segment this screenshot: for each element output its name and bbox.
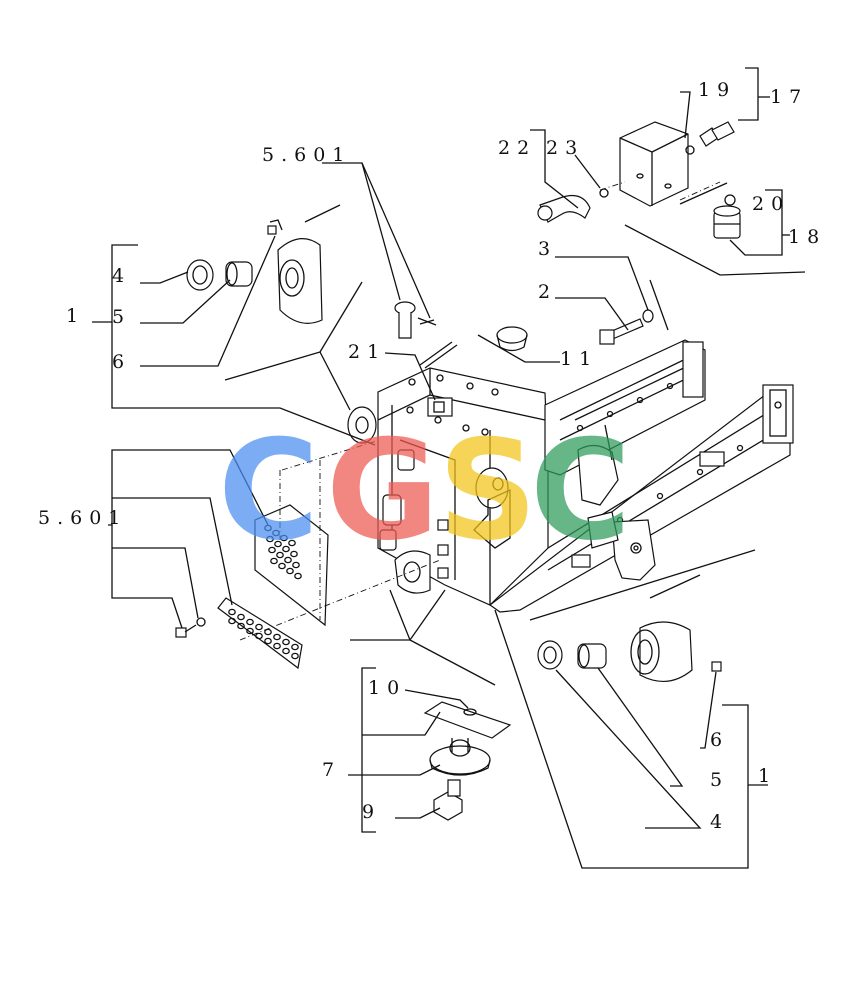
callout-5-right: 5 — [710, 769, 729, 791]
perforation-hole — [228, 608, 236, 616]
perforated-plate-upper — [254, 504, 329, 627]
perforation-hole — [264, 628, 272, 636]
plug — [496, 326, 528, 352]
perforation-hole — [272, 529, 280, 537]
watermark-letter-c1: C — [218, 410, 319, 571]
perforation-hole — [282, 647, 290, 655]
perforation-hole — [291, 652, 299, 660]
watermark-logo: C G S C — [218, 410, 631, 571]
callout-17: 17 — [770, 86, 808, 108]
side-rail-lower — [488, 384, 794, 613]
callout-22: 22 — [498, 137, 536, 159]
hook-bracket — [571, 424, 656, 581]
perforation-hole — [280, 534, 288, 542]
callout-6-right: 6 — [710, 729, 729, 751]
perforation-hole — [288, 539, 296, 547]
callout-5601-left: 5.601 — [38, 507, 127, 529]
perforation-hole — [266, 535, 274, 543]
watermark-letter-g: G — [326, 410, 439, 571]
perforation-hole — [255, 632, 263, 640]
perforation-hole — [264, 637, 272, 645]
perforation-hole — [246, 618, 254, 626]
perforation-hole — [237, 613, 245, 621]
perforation-hole — [270, 557, 278, 565]
perforation-hole — [264, 524, 272, 532]
perforation-hole — [291, 643, 299, 651]
side-rail-upper — [544, 339, 706, 476]
callout-21: 21 — [348, 341, 386, 363]
callout-6-left: 6 — [112, 351, 131, 373]
callout-11: 11 — [560, 348, 598, 370]
callout-4-right: 4 — [710, 811, 729, 833]
callout-1-right: 1 — [758, 765, 777, 787]
perforation-hole — [282, 638, 290, 646]
perforation-hole — [284, 556, 292, 564]
perforation-hole — [273, 633, 281, 641]
callout-labels: 5.601 19 17 22 23 20 18 3 2 21 11 1 4 5 … — [38, 79, 826, 833]
callout-1-left: 1 — [66, 305, 85, 327]
watermark-letter-s: S — [438, 410, 537, 571]
perforation-hole — [274, 540, 282, 548]
callout-10: 10 — [368, 677, 406, 699]
perforation-hole — [228, 617, 236, 625]
bolt-washer — [599, 309, 654, 345]
right-bushing-set — [537, 621, 722, 682]
callout-2: 2 — [538, 281, 557, 303]
perforation-hole — [290, 550, 298, 558]
perforation-hole — [286, 567, 294, 575]
perforation-hole — [255, 623, 263, 631]
leader-lines — [92, 67, 790, 869]
main-frame — [347, 341, 549, 606]
callout-23: 23 — [546, 137, 584, 159]
callout-18: 18 — [788, 226, 826, 248]
callout-4-left: 4 — [112, 265, 131, 287]
callout-19: 19 — [698, 79, 736, 101]
perforation-hole — [246, 627, 254, 635]
perforation-hole — [278, 562, 286, 570]
callout-9: 9 — [362, 801, 381, 823]
swivel-plate-set — [423, 701, 512, 821]
centre-lines — [239, 181, 721, 641]
callout-5-left: 5 — [112, 306, 131, 328]
left-bushing-set — [186, 219, 323, 324]
perforation-hole — [276, 551, 284, 559]
perforation-hole — [273, 642, 281, 650]
perforation-hole — [282, 545, 290, 553]
hydraulic-block — [537, 121, 741, 239]
perforation-hole — [292, 561, 300, 569]
pin-clip — [394, 301, 437, 339]
callout-20: 20 — [752, 193, 790, 215]
watermark-letter-c2: C — [530, 410, 631, 571]
perforation-hole — [237, 622, 245, 630]
callout-5601-top: 5.601 — [262, 144, 351, 166]
callout-7: 7 — [322, 759, 341, 781]
perforation-hole — [268, 546, 276, 554]
perforated-plate-lower — [175, 597, 303, 670]
break-lines — [224, 204, 806, 686]
callout-3: 3 — [538, 238, 557, 260]
perforation-hole — [294, 572, 302, 580]
